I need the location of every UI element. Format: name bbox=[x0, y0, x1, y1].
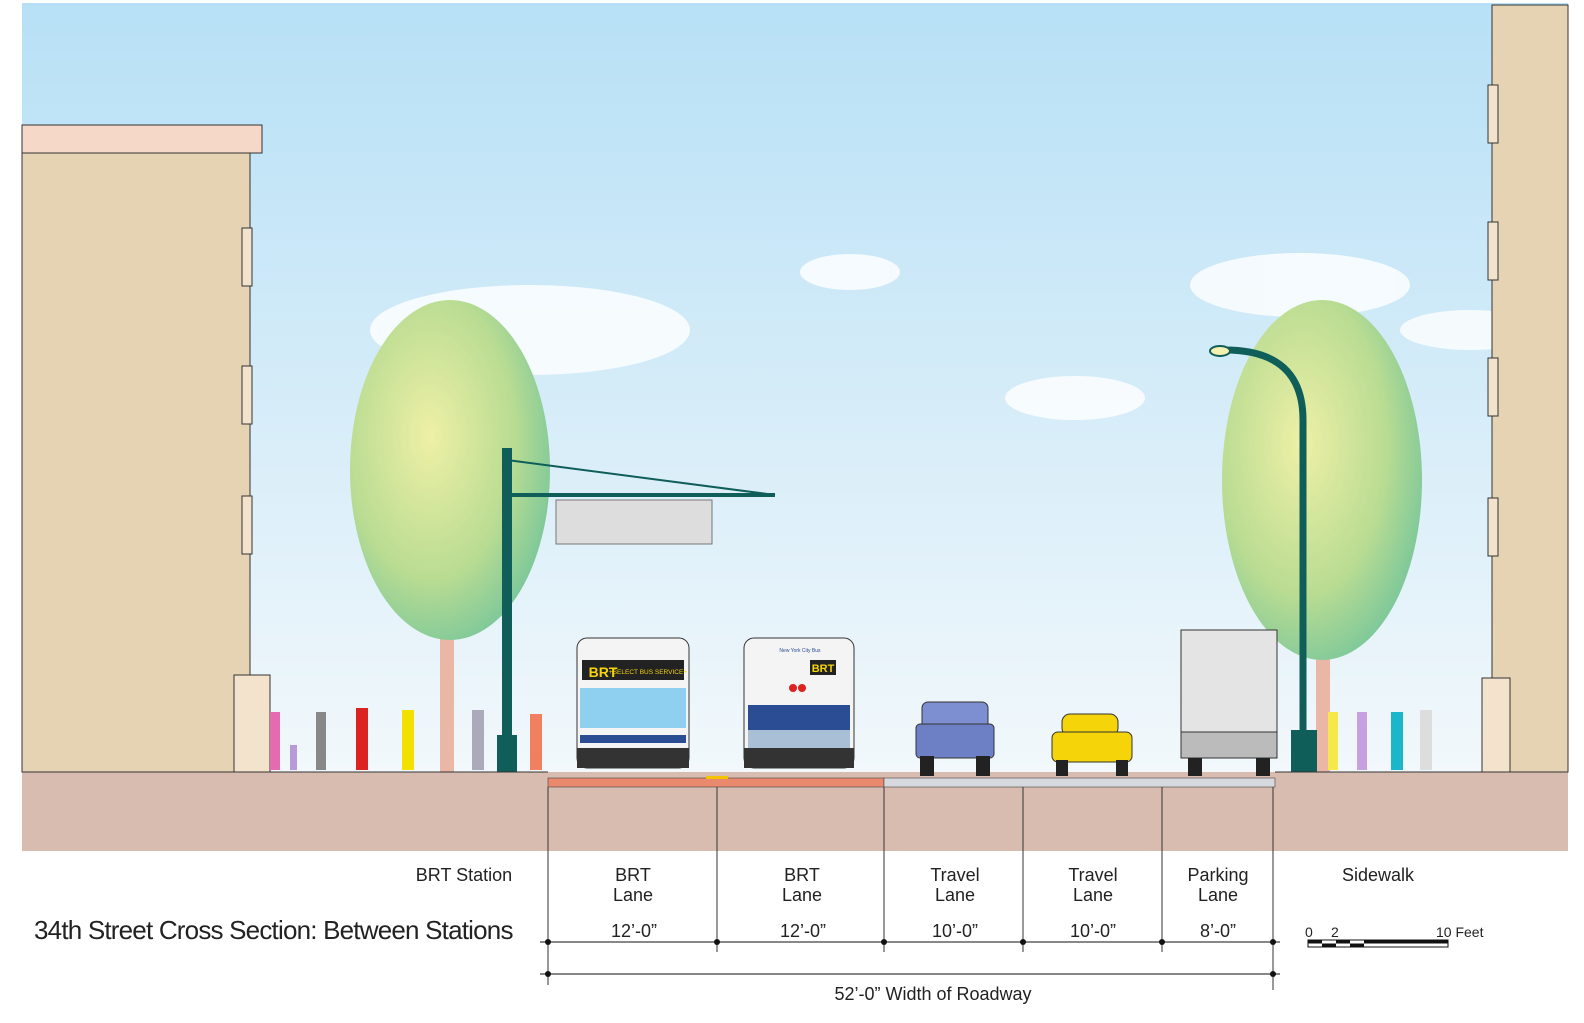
zone-label-brt-lane-2: BRT bbox=[784, 865, 820, 885]
dimension-lines bbox=[540, 787, 1280, 990]
diagram-title: 34th Street Cross Section: Between Stati… bbox=[34, 915, 513, 945]
bus-rear-route-sign: BRT bbox=[812, 663, 835, 675]
zone-label-sidewalk: Sidewalk bbox=[1342, 865, 1415, 885]
tree-right bbox=[1222, 300, 1422, 772]
scale-label-10-feet: 10 Feet bbox=[1436, 924, 1484, 940]
sign-gantry bbox=[497, 448, 776, 772]
zone-label-brt-lane-1: BRT bbox=[615, 865, 651, 885]
zone-label-brt-lane-2-line2: Lane bbox=[782, 885, 822, 905]
taxi bbox=[1051, 713, 1133, 776]
box-truck bbox=[1180, 629, 1278, 776]
brt-lane-surface bbox=[547, 777, 885, 788]
zone-label-travel-lane-2-line2: Lane bbox=[1073, 885, 1113, 905]
pickup-truck bbox=[915, 701, 995, 776]
pedestrians bbox=[270, 708, 1432, 770]
zone-label-brt-lane-1-line2: Lane bbox=[613, 885, 653, 905]
zone-label-travel-lane-1: Travel bbox=[930, 865, 979, 885]
zone-label-parking-lane-line2: Lane bbox=[1198, 885, 1238, 905]
left-building bbox=[21, 124, 271, 773]
general-lane-surface bbox=[883, 777, 1276, 788]
width-travel-lane-2: 10’-0” bbox=[1070, 921, 1116, 941]
scale-label-2: 2 bbox=[1331, 924, 1339, 940]
bus-rear-brand: New York City Bus bbox=[779, 648, 821, 654]
width-brt-lane-2: 12’-0” bbox=[780, 921, 826, 941]
bus-front-route-sign: BRT bbox=[589, 664, 618, 680]
bus-front-service-sign: +SELECT BUS SERVICE+ bbox=[609, 669, 687, 676]
scale-bar: 0 2 10 Feet bbox=[1305, 924, 1484, 948]
zone-label-brt-station: BRT Station bbox=[416, 865, 512, 885]
width-parking-lane: 8’-0” bbox=[1200, 921, 1236, 941]
width-brt-lane-1: 12’-0” bbox=[611, 921, 657, 941]
right-building bbox=[1481, 4, 1569, 773]
streetlight bbox=[1209, 345, 1317, 772]
zone-label-travel-lane-2: Travel bbox=[1068, 865, 1117, 885]
zone-label-travel-lane-1-line2: Lane bbox=[935, 885, 975, 905]
total-roadway-width: 52’-0” Width of Roadway bbox=[834, 984, 1031, 1004]
zone-label-parking-lane: Parking bbox=[1187, 865, 1248, 885]
bus-rear: New York City Bus BRT bbox=[743, 637, 855, 769]
scale-label-0: 0 bbox=[1305, 924, 1313, 940]
width-travel-lane-1: 10’-0” bbox=[932, 921, 978, 941]
tree-left bbox=[350, 300, 550, 772]
bus-front: BRT +SELECT BUS SERVICE+ bbox=[576, 637, 690, 769]
